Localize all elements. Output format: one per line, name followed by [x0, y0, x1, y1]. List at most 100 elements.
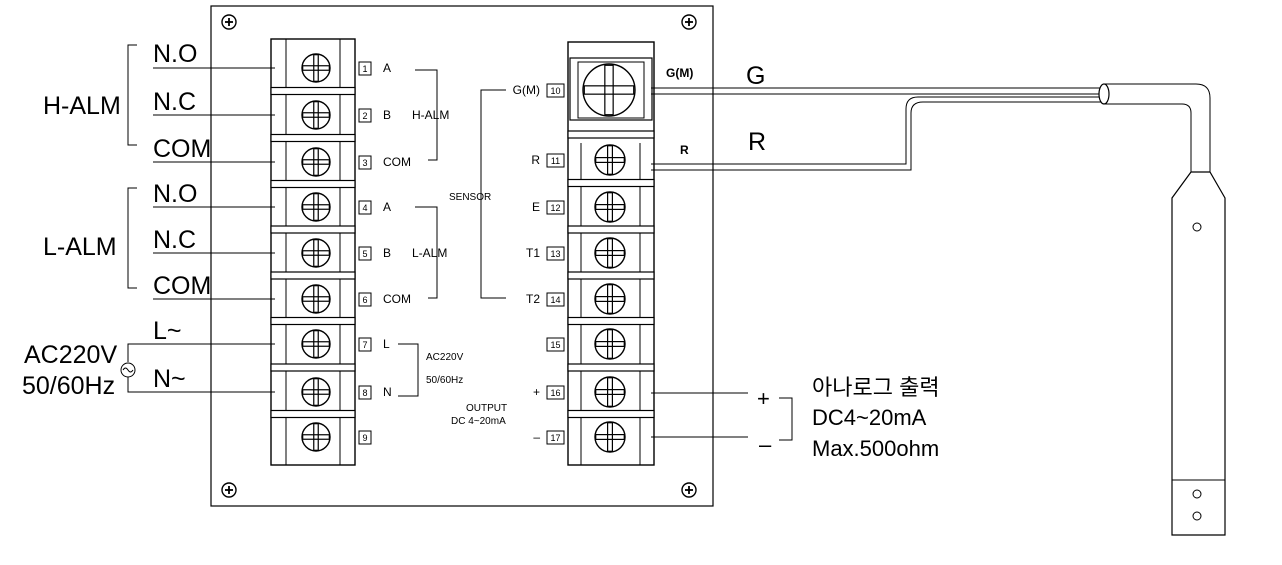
screw-terminal-icon — [594, 191, 626, 223]
terminal-number: 1 — [358, 61, 372, 76]
svg-text:17: 17 — [550, 433, 560, 443]
screw-terminal-icon — [594, 237, 626, 269]
l-alm-group-label: L-ALM — [412, 246, 447, 260]
screw-terminal-icon — [301, 329, 331, 359]
mounting-screw-icon — [681, 482, 697, 498]
ac-bracket — [398, 343, 419, 397]
analog-output-range: DC4~20mA — [812, 405, 927, 430]
terminal-number: 15 — [546, 337, 565, 352]
terminal-number: 9 — [358, 430, 372, 445]
ac-group-label-1: AC220V — [426, 352, 464, 363]
output-plus-sign: + — [757, 386, 770, 411]
terminal-number: 4 — [358, 200, 372, 215]
sensor-bracket — [480, 89, 506, 299]
power-title-2: 50/60Hz — [22, 372, 115, 400]
l-nc-label: N.C — [153, 226, 196, 254]
right-terminal-block — [567, 41, 655, 466]
screw-terminal-icon — [301, 100, 331, 130]
svg-text:11: 11 — [551, 156, 560, 166]
terminal-label: T2 — [526, 292, 540, 306]
screw-terminal-icon — [594, 283, 626, 315]
svg-text:3: 3 — [362, 158, 367, 168]
svg-text:12: 12 — [550, 203, 560, 213]
h-alm-bracket — [415, 69, 438, 161]
terminal-label: T1 — [526, 246, 540, 260]
output-minus-sign: – — [759, 432, 772, 457]
sensor-group-label: SENSOR — [449, 192, 491, 203]
svg-text:13: 13 — [550, 249, 560, 259]
analog-output-max: Max.500ohm — [812, 436, 939, 461]
h-nc-label: N.C — [153, 88, 196, 116]
power-n-label: N~ — [153, 365, 186, 393]
terminal-number: 16 — [546, 385, 565, 400]
terminal-number: 2 — [358, 108, 372, 123]
screw-terminal-icon — [301, 53, 331, 83]
ac-group-label-2: 50/60Hz — [426, 375, 463, 386]
svg-text:5: 5 — [362, 249, 367, 259]
mounting-screw-icon — [221, 14, 237, 30]
svg-text:6: 6 — [362, 295, 367, 305]
right-external-wiring — [651, 83, 1226, 536]
terminal-label: A — [383, 200, 391, 214]
h-alm-title: H-ALM — [43, 92, 121, 120]
screw-terminal-icon — [301, 422, 331, 452]
terminal-number: 6 — [358, 292, 372, 307]
terminal-number: 8 — [358, 385, 372, 400]
screw-terminal-icon — [594, 421, 626, 453]
terminal-number: 7 — [358, 337, 372, 352]
output-label-1: OUTPUT — [466, 403, 507, 414]
terminal-label: L — [383, 337, 390, 351]
l-no-label: N.O — [153, 180, 197, 208]
terminal-label: N — [383, 385, 392, 399]
gm-wire-label: G(M) — [666, 66, 693, 80]
svg-text:7: 7 — [362, 340, 367, 350]
ac-source-icon — [120, 362, 136, 378]
h-alm-group-label: H-ALM — [412, 108, 449, 122]
svg-text:1: 1 — [362, 64, 367, 74]
terminal-number: 11 — [546, 153, 565, 168]
svg-text:4: 4 — [362, 203, 367, 213]
terminal-number: 14 — [546, 292, 565, 307]
output-label-2: DC 4~20mA — [451, 416, 506, 427]
terminal-number: 5 — [358, 246, 372, 261]
terminal-label: COM — [383, 155, 411, 169]
screw-terminal-icon — [594, 328, 626, 360]
left-terminal-block — [270, 38, 356, 466]
screw-terminal-icon — [594, 376, 626, 408]
l-com-label: COM — [153, 272, 211, 300]
terminal-label: B — [383, 246, 391, 260]
terminal-label: G(M) — [513, 83, 540, 97]
screw-terminal-icon — [301, 284, 331, 314]
mounting-screw-icon — [221, 482, 237, 498]
svg-text:8: 8 — [362, 388, 367, 398]
mounting-screw-icon — [681, 14, 697, 30]
terminal-label: – — [533, 430, 540, 444]
screw-terminal-icon — [301, 147, 331, 177]
terminal-number: 3 — [358, 155, 372, 170]
power-title-1: AC220V — [24, 341, 117, 369]
h-com-label: COM — [153, 135, 211, 163]
terminal-number: 12 — [546, 200, 565, 215]
cable-sleeve-icon — [1098, 83, 1110, 105]
terminal-number: 10 — [546, 83, 565, 98]
svg-text:9: 9 — [362, 433, 367, 443]
screw-terminal-icon — [301, 377, 331, 407]
terminal-label: + — [533, 385, 540, 399]
l-alm-bracket — [415, 206, 438, 299]
svg-text:15: 15 — [550, 340, 560, 350]
screw-terminal-icon — [301, 192, 331, 222]
svg-text:16: 16 — [550, 388, 560, 398]
r-wire-label: R — [680, 143, 689, 157]
terminal-label: A — [383, 61, 391, 75]
terminal-number: 13 — [546, 246, 565, 261]
svg-text:14: 14 — [550, 295, 560, 305]
h-no-label: N.O — [153, 40, 197, 68]
g-wire-title: G — [746, 62, 765, 90]
screw-terminal-icon — [582, 63, 636, 117]
l-alm-title: L-ALM — [43, 233, 117, 261]
left-external-wiring — [120, 44, 275, 393]
svg-text:10: 10 — [550, 86, 560, 96]
terminal-label: E — [532, 200, 540, 214]
svg-text:2: 2 — [362, 111, 367, 121]
